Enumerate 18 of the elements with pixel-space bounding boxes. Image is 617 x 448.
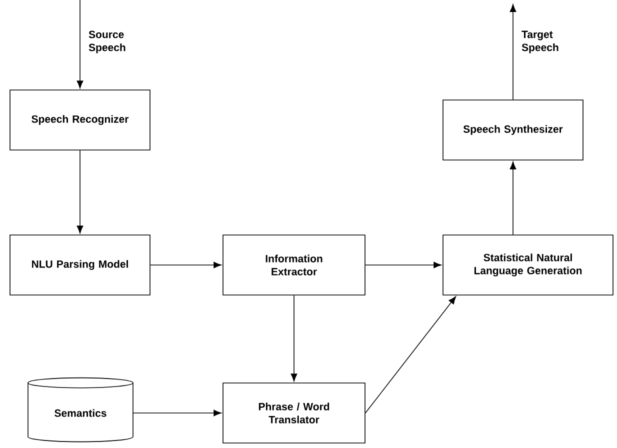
process-box: Speech Synthesizer bbox=[442, 100, 584, 160]
arrow bbox=[133, 410, 222, 416]
arrow bbox=[150, 262, 222, 268]
process-box: Statistical Natural Language Generation bbox=[442, 234, 614, 296]
arrow bbox=[510, 162, 516, 235]
process-box: Speech Recognizer bbox=[10, 90, 150, 150]
process-box: NLU Parsing Model bbox=[10, 234, 150, 296]
process-box: Information Extractor bbox=[222, 234, 366, 296]
arrow bbox=[365, 262, 442, 268]
edge-label: Target Speech bbox=[522, 30, 558, 54]
arrow bbox=[290, 295, 298, 382]
edge-label: Source Speech bbox=[88, 30, 126, 54]
arrow bbox=[510, 4, 516, 100]
database-cylinder: Semantics bbox=[28, 377, 134, 442]
arrow bbox=[76, 0, 84, 88]
arrow bbox=[76, 150, 84, 234]
arrow bbox=[365, 296, 456, 414]
process-box: Phrase / Word Translator bbox=[222, 382, 366, 444]
